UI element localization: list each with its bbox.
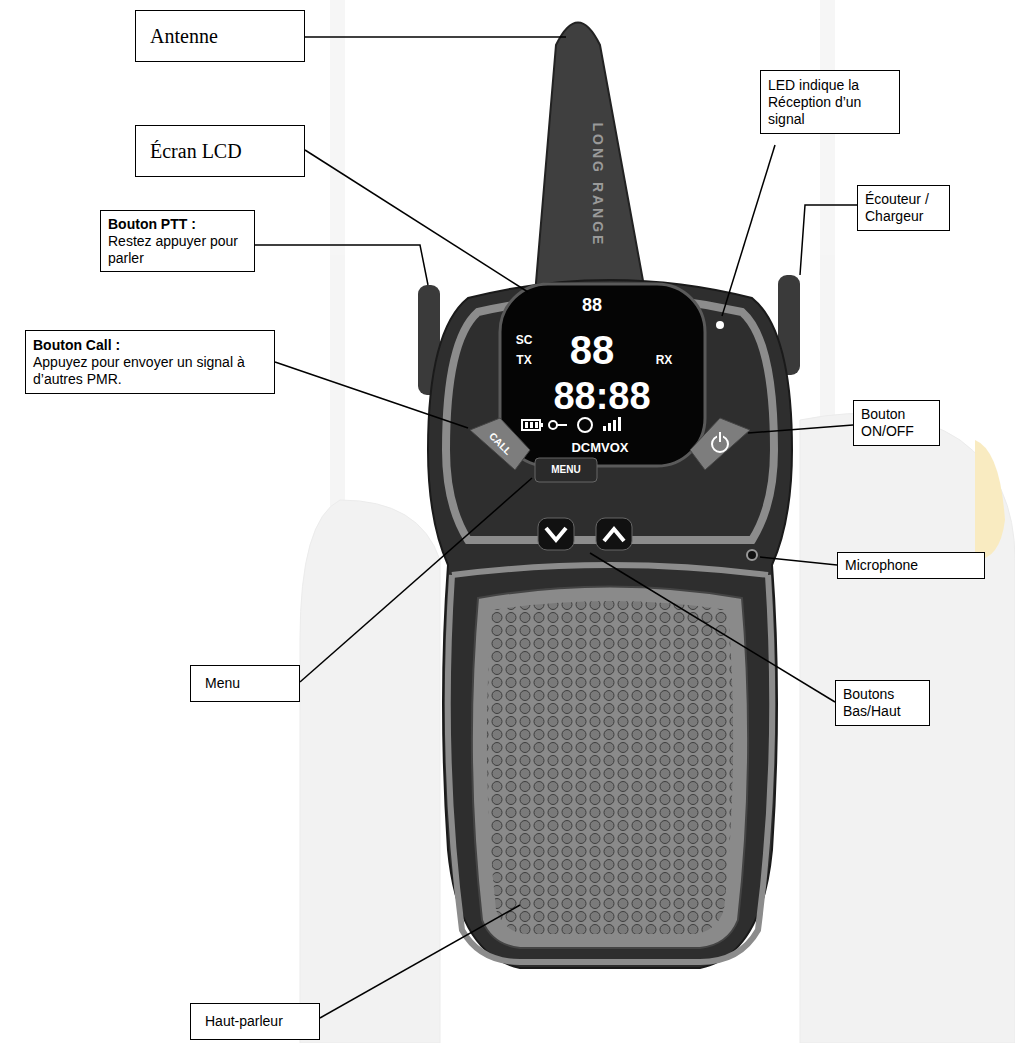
callout-box: Écran LCD [135, 125, 305, 177]
lcd-segment-text: RX [656, 354, 673, 366]
menu-button [535, 458, 597, 482]
lcd-segment-text: 88 [570, 330, 615, 370]
power-button [690, 418, 750, 470]
callout-box: Boutons Bas/Haut [835, 680, 930, 726]
callout-text: Bouton ON/OFF [861, 406, 932, 440]
callout-box: Écouteur / Chargeur [857, 185, 950, 231]
speaker-grille [487, 601, 733, 934]
callout-text: Écouteur / Chargeur [865, 191, 942, 225]
callout-text: Boutons Bas/Haut [843, 686, 922, 720]
lcd-segment-text: DCMVOX [571, 441, 628, 454]
callout-text: LED indique la Réception d’un signal [768, 77, 892, 127]
led [716, 321, 724, 329]
callout-text: Antenne [150, 24, 290, 48]
callout-box: LED indique la Réception d’un signal [760, 70, 900, 134]
callout-box: Bouton PTT :Restez appuyer pour parler [100, 210, 255, 272]
lcd-segment-text: 88:88 [553, 377, 650, 415]
microphone-hole [747, 550, 757, 560]
lcd-screen [500, 284, 705, 466]
lcd-icons [522, 417, 621, 432]
callout-box: Menu [190, 665, 300, 702]
callout-box: Bouton ON/OFF [853, 400, 940, 446]
speaker-frame [472, 587, 748, 949]
up-button [596, 518, 632, 550]
callout-box: Bouton Call :Appuyez pour envoyer un sig… [25, 330, 275, 394]
down-button [538, 518, 574, 550]
call-button [470, 418, 530, 470]
callout-text: Haut-parleur [205, 1013, 305, 1030]
callout-text: Écran LCD [150, 139, 290, 163]
callout-box: Microphone [837, 552, 985, 579]
callout-box: Antenne [135, 10, 305, 62]
lcd-segment-text: 88 [582, 296, 602, 314]
button-label: MENU [551, 465, 580, 475]
callout-text: Microphone [845, 557, 977, 574]
callout-heading: Bouton PTT : [108, 216, 247, 233]
callout-text: Appuyez pour envoyer un signal à d’autre… [33, 354, 267, 388]
callout-box: Haut-parleur [190, 1003, 320, 1040]
background-device [300, 0, 1015, 1043]
leader-lines [255, 37, 857, 1018]
device-body [428, 280, 792, 968]
callout-text: Menu [205, 675, 285, 692]
callout-heading: Bouton Call : [33, 337, 267, 354]
antenna-print: LONG RANGE [591, 123, 605, 248]
callout-text: Restez appuyer pour parler [108, 233, 247, 267]
lcd-segment-text: SC [516, 334, 533, 346]
lcd-segment-text: TX [516, 354, 531, 366]
